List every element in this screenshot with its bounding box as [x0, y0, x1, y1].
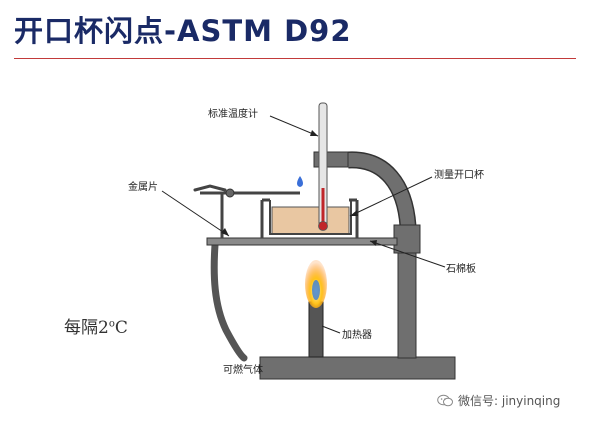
label-asbestos: 石棉板 — [446, 262, 476, 275]
cup-holder — [260, 198, 359, 238]
interval-text: 每隔2 — [64, 318, 109, 338]
leader-cup — [349, 176, 433, 217]
thermometer-bulb — [318, 221, 328, 231]
sample-liquid — [271, 206, 350, 235]
wechat-icon — [437, 394, 453, 407]
title-divider — [14, 58, 576, 59]
open-cup — [269, 200, 352, 235]
interval-superscript: o — [108, 318, 115, 330]
thermometer-mercury — [321, 188, 325, 224]
label-metal-plate: 金属片 — [128, 180, 158, 193]
leader-thermometer — [269, 115, 319, 137]
handle — [193, 184, 227, 192]
burner-body — [308, 301, 324, 358]
label-heater: 加热器 — [342, 328, 372, 341]
interval-note: 每隔2oC — [64, 313, 128, 338]
watermark-text: 微信号: jinyinqing — [458, 394, 561, 408]
label-cup: 测量开口杯 — [434, 168, 484, 181]
leader-asbestos — [369, 240, 446, 268]
page-title: 开口杯闪点-ASTM D92 — [14, 14, 352, 48]
support-box — [393, 224, 421, 254]
support-column — [397, 249, 417, 359]
watermark: 微信号: jinyinqing — [437, 392, 560, 409]
label-thermometer: 标准温度计 — [208, 107, 258, 120]
leader-metal — [161, 190, 230, 237]
pivot-knob — [225, 188, 235, 198]
leader-heater — [321, 325, 341, 334]
gas-hose — [210, 241, 248, 362]
label-gas: 可燃气体 — [223, 363, 263, 376]
asbestos-plate — [206, 237, 398, 246]
drop-icon — [297, 176, 303, 187]
interval-unit: C — [114, 318, 128, 338]
stand-base — [259, 356, 456, 380]
